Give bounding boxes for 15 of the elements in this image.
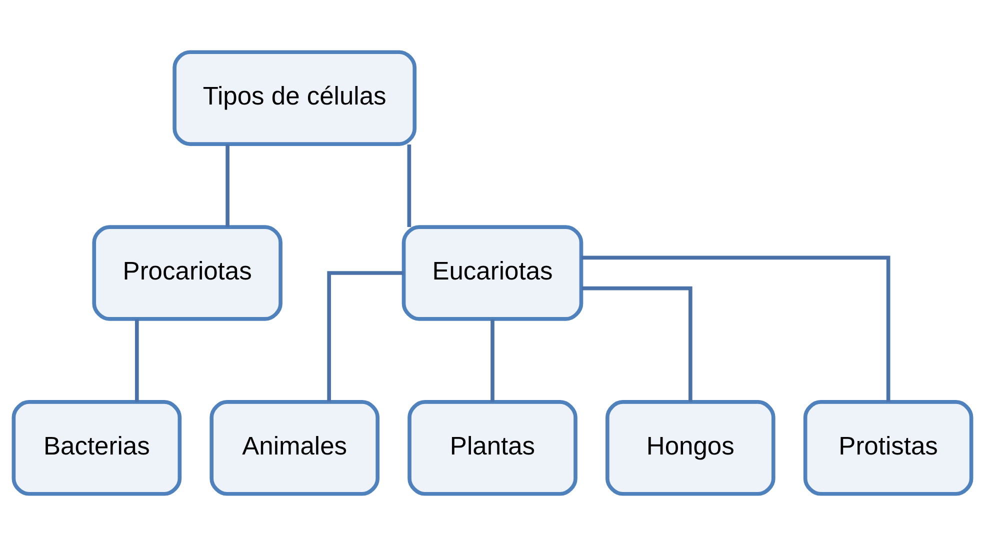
node-box: Bacterias — [12, 400, 182, 496]
connector — [327, 271, 404, 402]
connector — [407, 144, 412, 227]
connector — [134, 319, 139, 402]
node-box: Plantas — [408, 400, 578, 496]
node-box: Animales — [210, 400, 380, 496]
node-box: Hongos — [606, 400, 776, 496]
node-box: Protistas — [803, 400, 974, 496]
connector — [582, 286, 692, 402]
connector — [581, 256, 890, 402]
node-box: Procariotas — [92, 225, 282, 321]
node-box: Eucariotas — [402, 225, 584, 321]
connector — [490, 319, 494, 402]
node-box: Tipos de células — [172, 50, 417, 146]
connector — [226, 144, 230, 227]
